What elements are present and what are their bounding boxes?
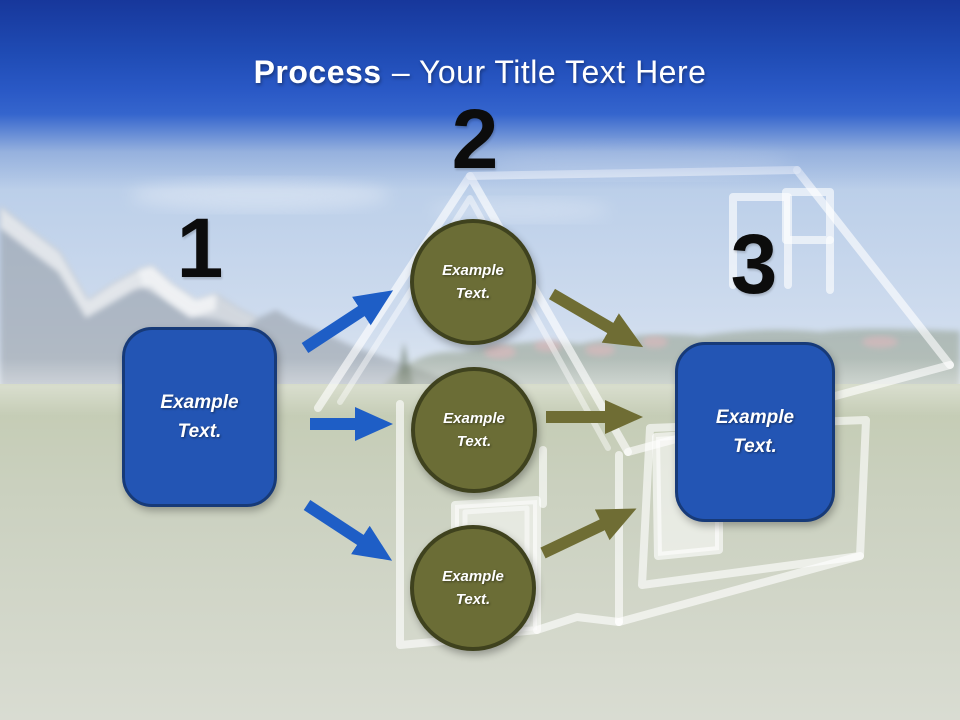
house-front-wall (396, 400, 459, 649)
arrow-olive-down-icon (548, 288, 644, 348)
step2-circle-middle: Example Text. (411, 367, 537, 493)
step2-circle-bottom-label: Example Text. (442, 567, 504, 608)
title-band (0, 0, 960, 190)
step1-box-label: Example Text. (160, 391, 239, 442)
arrow-blue-down-icon (303, 499, 393, 561)
step3-box: Example Text. (675, 342, 835, 522)
step-number-3: 3 (730, 217, 778, 311)
step2-circle-top: Example Text. (410, 219, 536, 345)
slide-title-rest: – Your Title Text Here (391, 54, 707, 90)
step1-box: Example Text. (122, 327, 277, 507)
arrow-blue-up-icon (301, 290, 394, 354)
arrow-olive-up-icon (540, 508, 637, 559)
house-right-roof (793, 166, 954, 369)
slide-title-bold: Process (253, 54, 382, 90)
step2-circle-middle-label: Example Text. (443, 409, 505, 450)
step3-box-label: Example Text. (715, 406, 795, 457)
slide-title: Process– Your Title Text Here (0, 54, 960, 91)
step2-circle-top-label: Example Text. (442, 261, 504, 302)
step2-circle-bottom: Example Text. (410, 525, 536, 651)
step-number-1: 1 (176, 201, 224, 295)
step-number-2: 2 (451, 92, 499, 186)
